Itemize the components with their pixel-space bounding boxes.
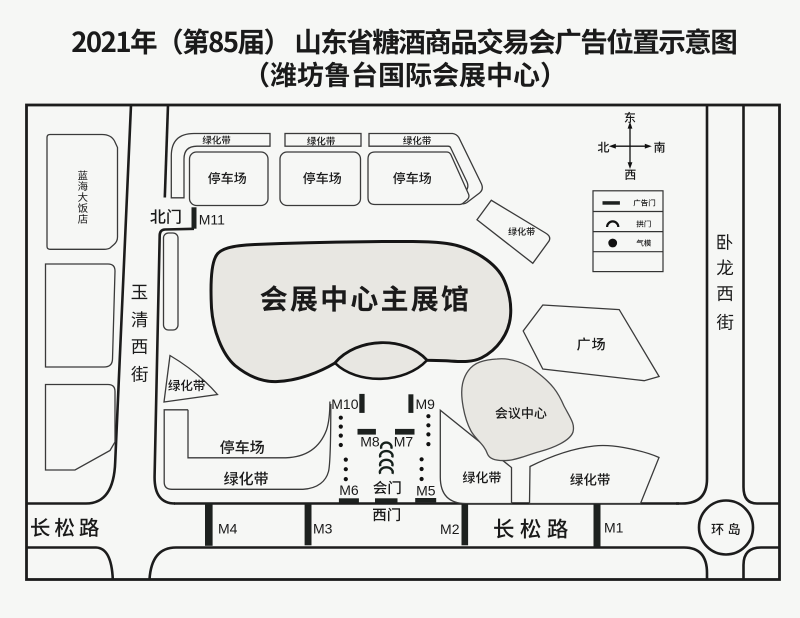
svg-text:M7: M7 [394, 434, 414, 450]
svg-text:M6: M6 [339, 482, 359, 498]
svg-text:M5: M5 [416, 483, 436, 499]
svg-text:M1: M1 [604, 520, 624, 536]
svg-text:M9: M9 [416, 396, 436, 412]
svg-text:M8: M8 [360, 434, 380, 450]
svg-text:M10: M10 [331, 396, 358, 412]
svg-text:M4: M4 [218, 521, 238, 537]
svg-text:M11: M11 [199, 212, 225, 228]
svg-text:M2: M2 [440, 521, 460, 537]
svg-text:M3: M3 [313, 521, 333, 537]
